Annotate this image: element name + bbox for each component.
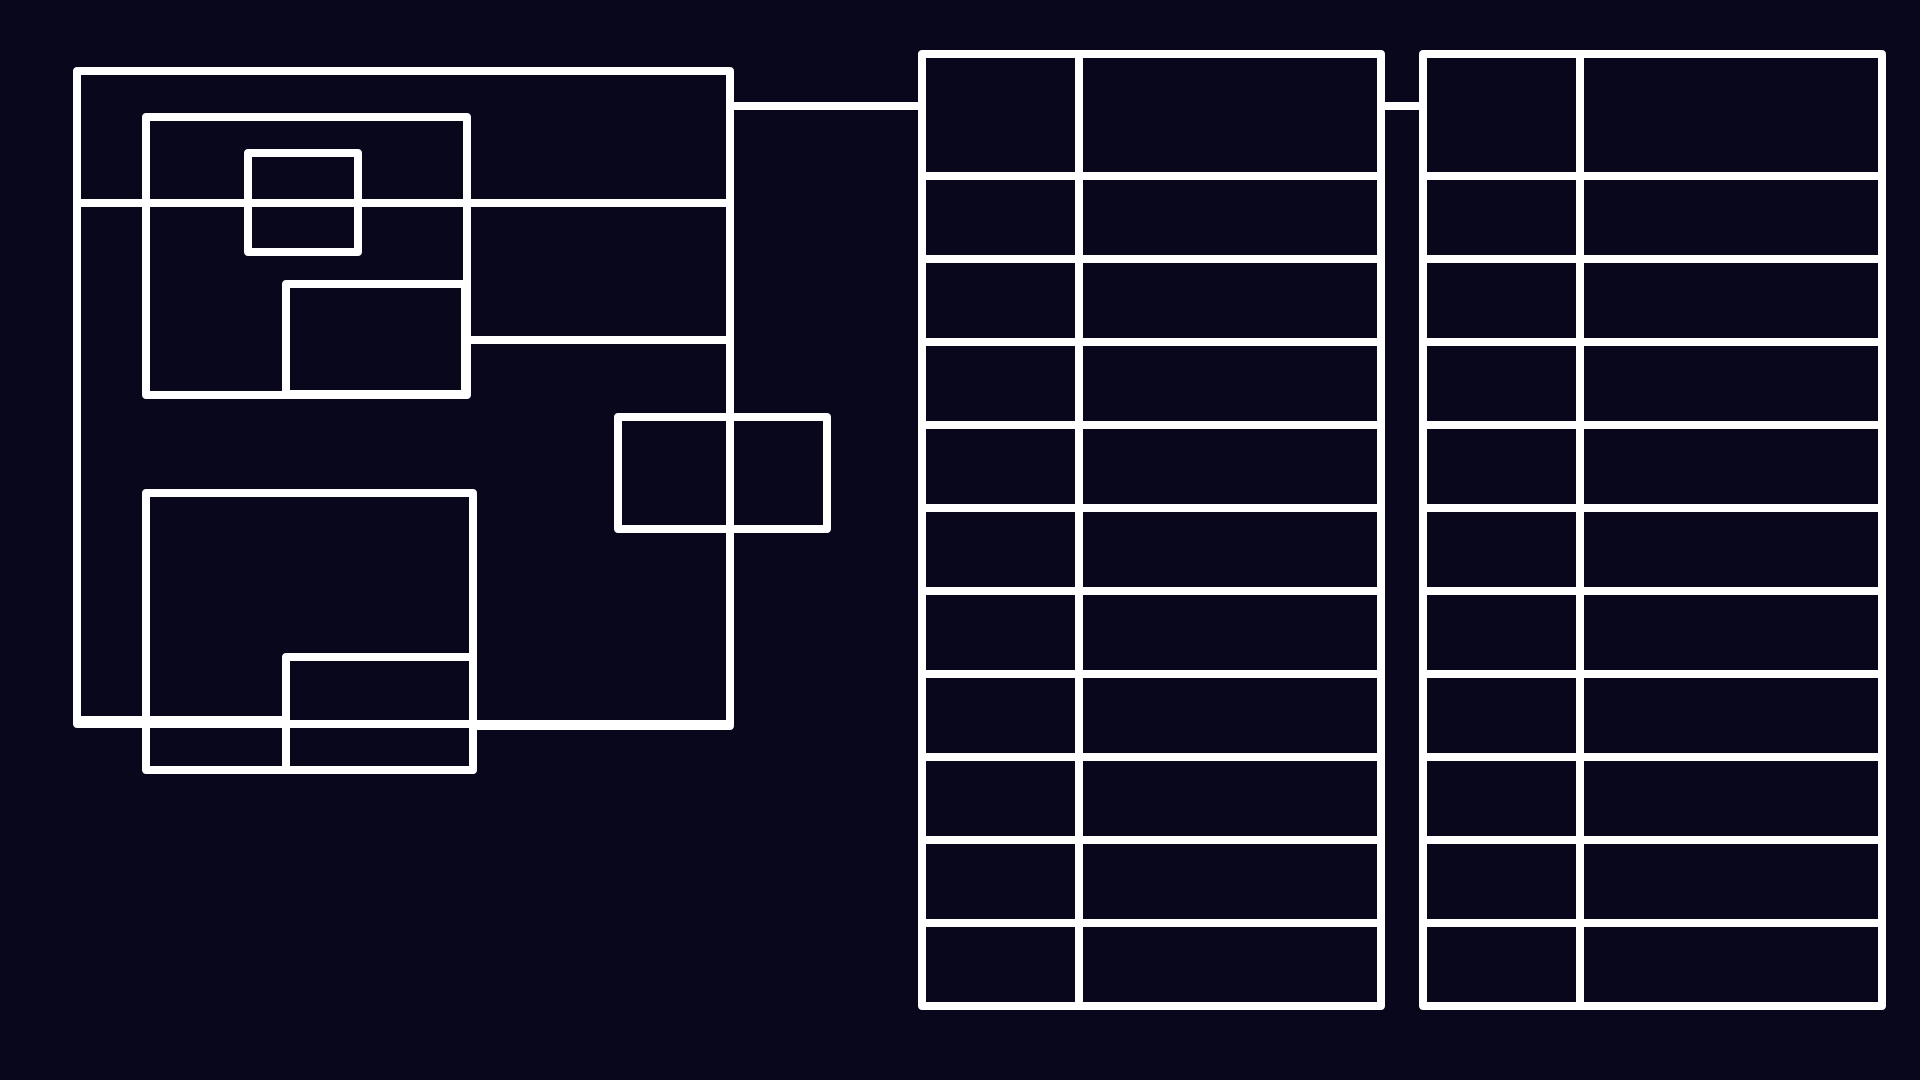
table-2-frame [1419,50,1886,1010]
connector-box [614,413,831,533]
lower-inner-box [282,653,477,774]
lower-module [142,489,477,774]
table-1-frame [918,50,1385,1010]
upper-inner-box [282,280,469,398]
